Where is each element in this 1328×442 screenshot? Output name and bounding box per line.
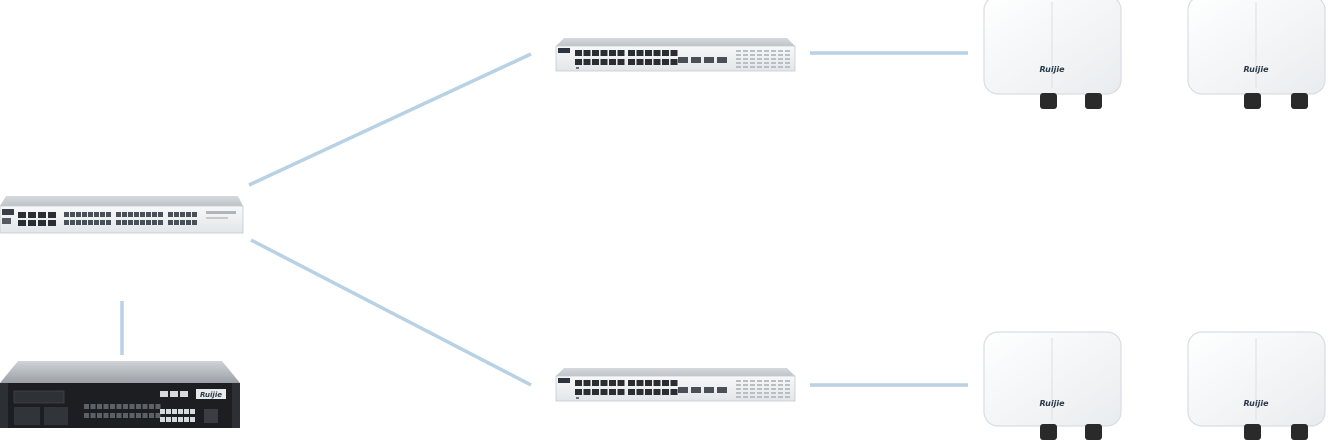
access-switch-bottom-ports: [575, 380, 727, 399]
access-switch-top-vents: [736, 50, 790, 68]
access-switch-bottom[interactable]: Ruijie: [555, 368, 796, 402]
access-point-top-2[interactable]: Ruijie: [1187, 0, 1326, 109]
link-core-to-access-bottom: [250, 238, 532, 387]
gateway-chassis-ports: [84, 391, 195, 422]
gateway-chassis[interactable]: Ruijie: [0, 361, 240, 428]
access-point-bottom-2[interactable]: Ruijie: [1187, 331, 1326, 440]
access-point-bottom-1[interactable]: Ruijie: [983, 331, 1122, 440]
link-core-to-access-top: [248, 52, 532, 187]
ap-bottom-1-brand-label: Ruijie: [1039, 399, 1065, 408]
access-switch-bottom-vents: [736, 380, 790, 398]
access-point-top-1[interactable]: Ruijie: [983, 0, 1122, 109]
access-switch-top-brand-label: Ruijie: [558, 48, 571, 53]
core-switch-ports: [18, 212, 197, 226]
links: [120, 51, 968, 387]
access-switch-top-ports: [575, 50, 727, 69]
access-switch-top[interactable]: Ruijie: [555, 38, 796, 72]
ap-top-1-brand-label: Ruijie: [1039, 65, 1065, 74]
access-switch-bottom-brand-label: Ruijie: [558, 378, 571, 383]
ap-top-2-brand-label: Ruijie: [1243, 65, 1269, 74]
gateway-brand-label: Ruijie: [200, 391, 222, 399]
core-switch[interactable]: [0, 196, 244, 234]
ap-bottom-2-brand-label: Ruijie: [1243, 399, 1269, 408]
